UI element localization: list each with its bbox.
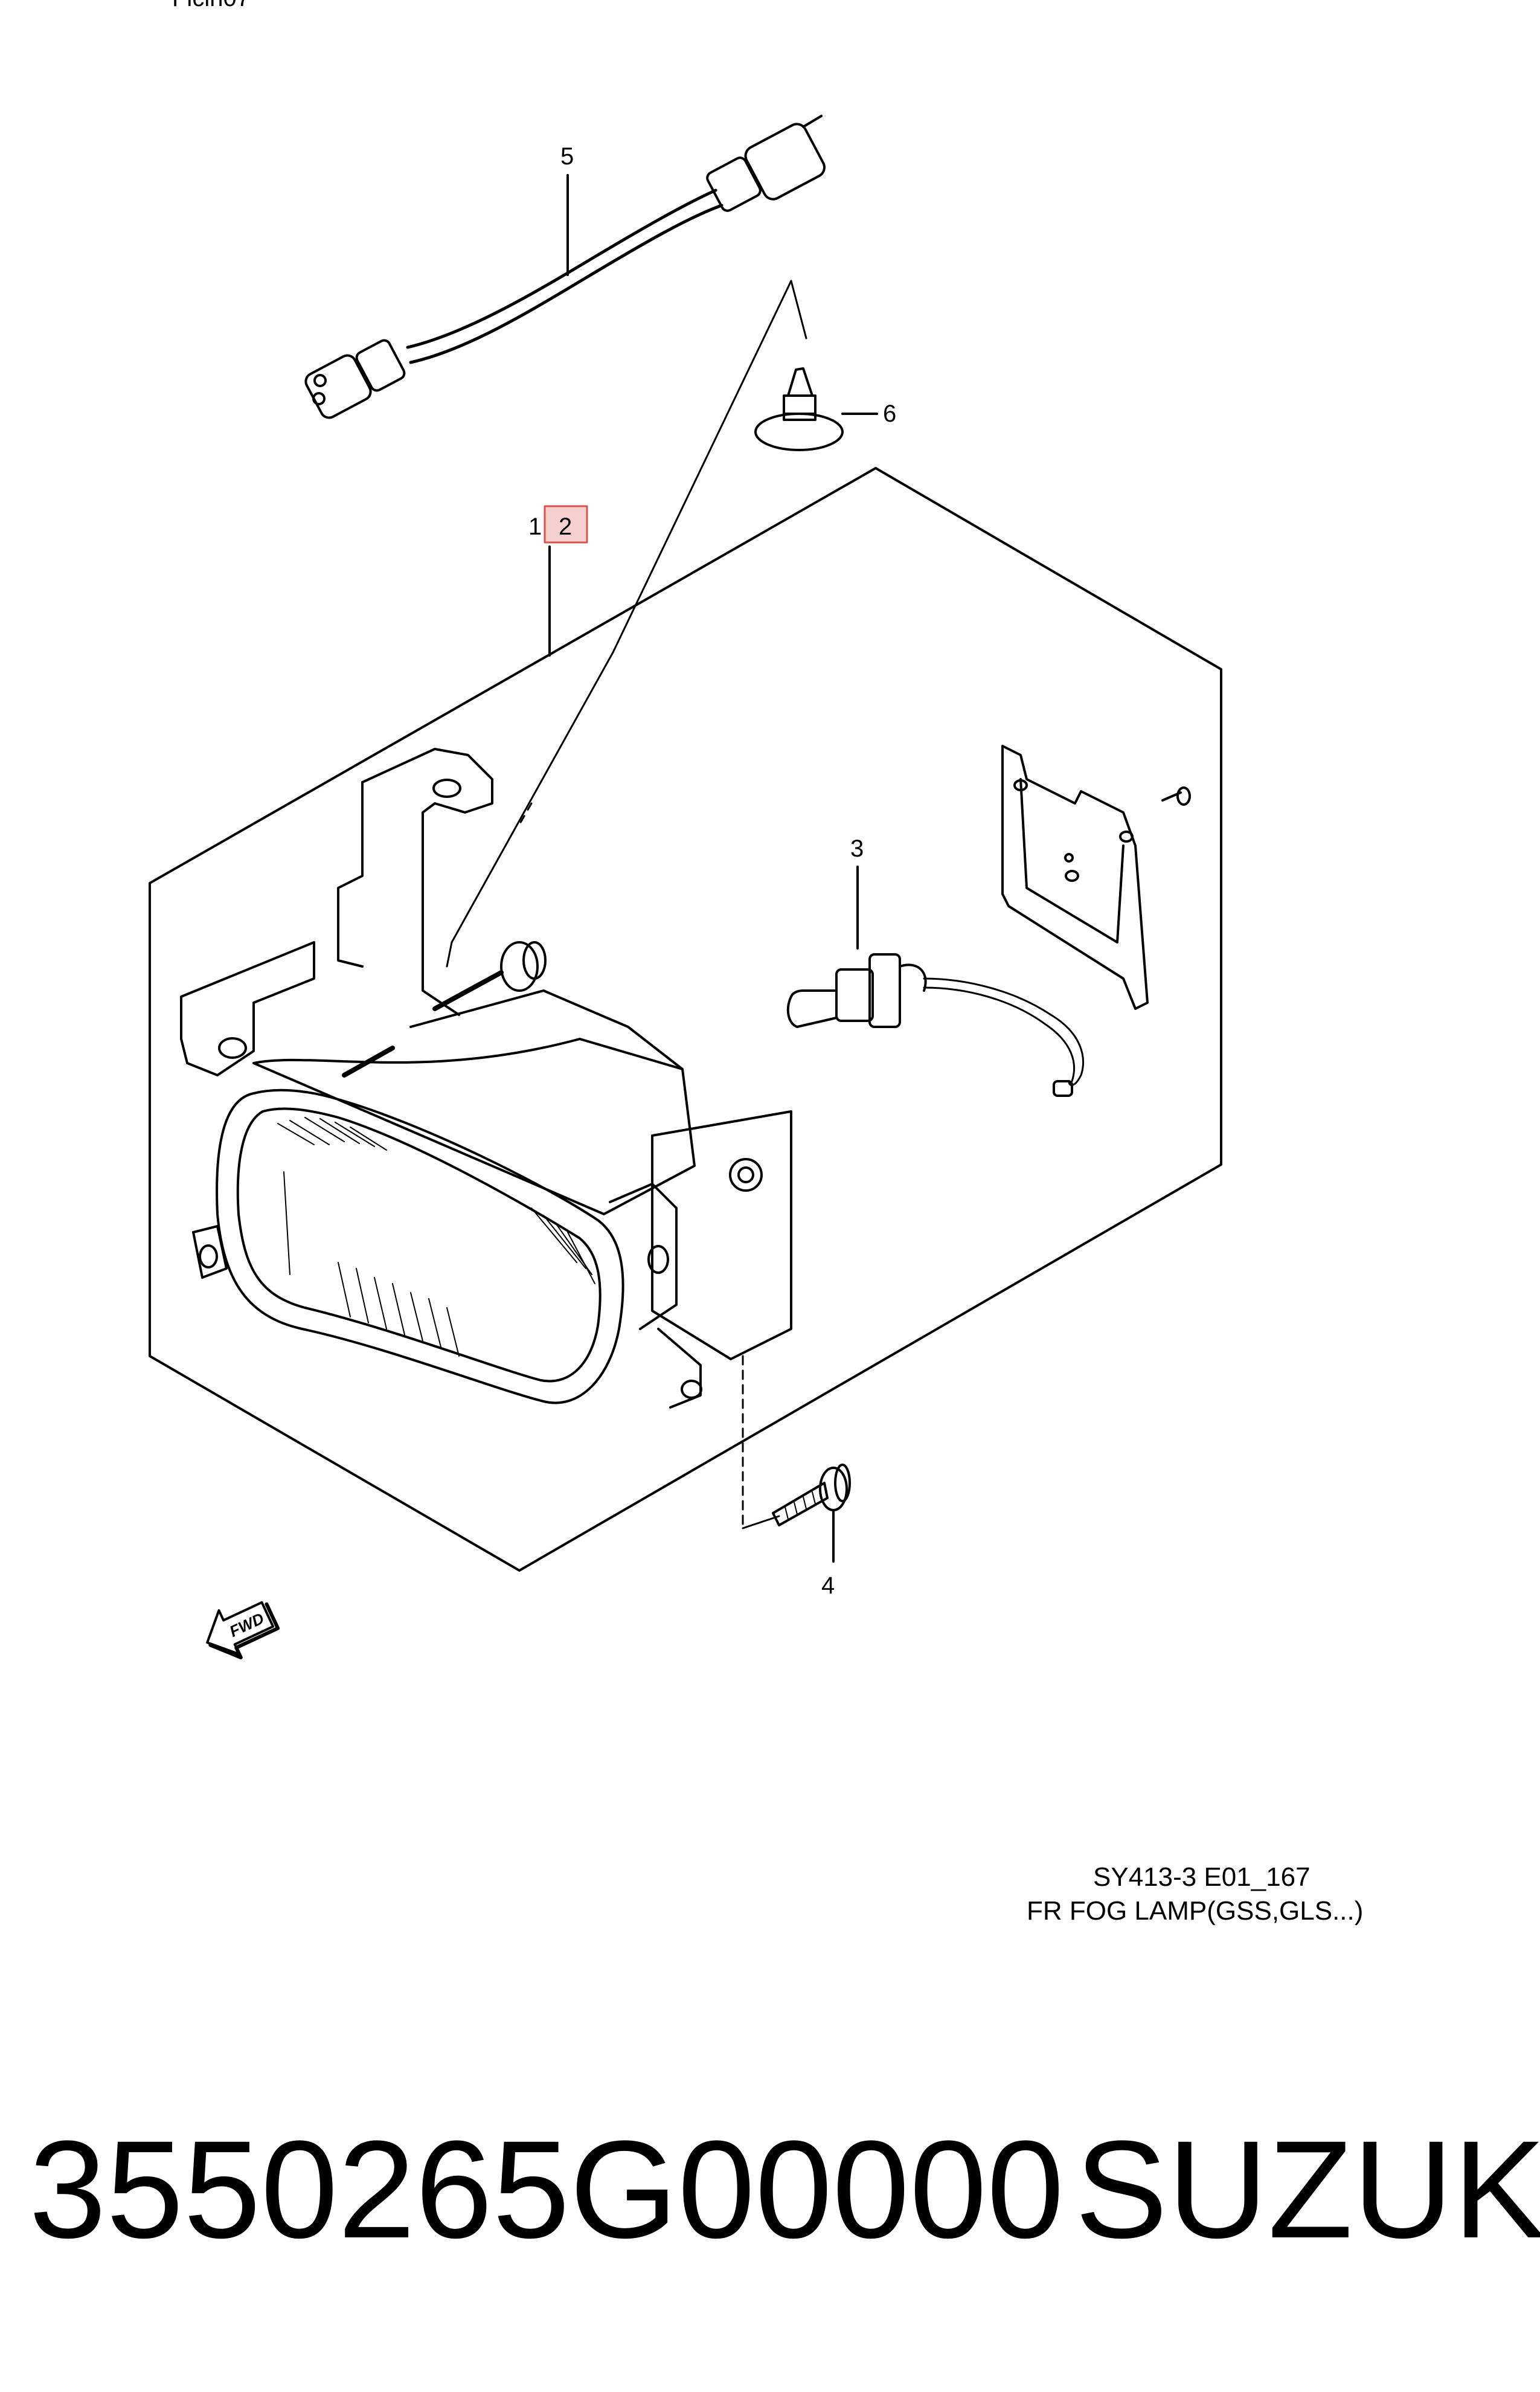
cropped-header-text: Ficin07: [172, 0, 250, 11]
fog-lamp-assembly: [180, 748, 792, 1409]
callout-6: 6: [883, 400, 896, 427]
callout-5: 5: [560, 143, 574, 170]
callout-1: 1: [528, 513, 542, 540]
exploded-parts-diagram: Ficin07 5 6: [149, 0, 1363, 1926]
mounting-bracket: [1001, 745, 1191, 1010]
diagram-code: SY413-3 E01_167: [1093, 1862, 1311, 1892]
bulb-part-3: [786, 953, 1084, 1097]
callout-2-highlight: [544, 505, 588, 544]
assembly-frame: [149, 467, 1222, 1572]
brand-name: SUZUKI: [1075, 2112, 1540, 2267]
bolt-part-4: [772, 1464, 851, 1526]
diagram-title: FR FOG LAMP(GSS,GLS...): [1027, 1896, 1363, 1926]
fwd-arrow-icon: FWD: [206, 1601, 280, 1660]
callout-4: 4: [821, 1572, 835, 1599]
bottom-band: [0, 1987, 1540, 2392]
callout-3: 3: [850, 835, 864, 862]
clip-part-6: [754, 367, 844, 451]
callout-2: 2: [559, 513, 572, 540]
harness-part-5: [304, 115, 826, 419]
part-number: 3550265G00000: [29, 2112, 1064, 2267]
